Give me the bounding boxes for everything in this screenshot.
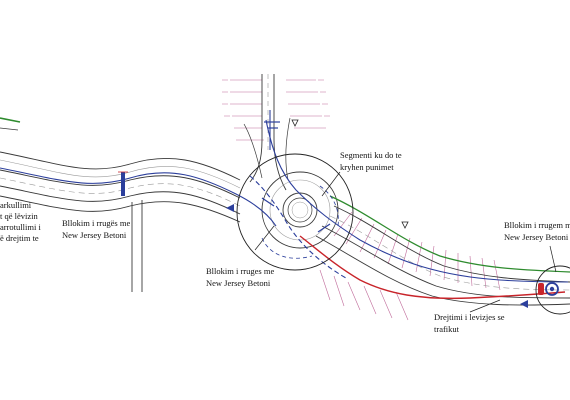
tick-annotations xyxy=(222,79,330,117)
svg-text:New Jersey Betoni: New Jersey Betoni xyxy=(206,278,271,288)
segment-note-label: Segmenti ku do te kryhen punimet xyxy=(340,150,402,172)
left-note: arkullimi t që lëvizin arrotullimi i ë d… xyxy=(0,200,41,243)
south-side-road xyxy=(131,200,143,292)
detour-arcs xyxy=(261,185,339,259)
svg-text:arrotullimi i: arrotullimi i xyxy=(0,222,41,232)
east-road xyxy=(315,195,570,306)
svg-text:Drejtimi i levizjes se: Drejtimi i levizjes se xyxy=(434,312,505,322)
station-ticks xyxy=(230,79,501,321)
barrier-center-label: Bllokim i rruges me New Jersey Betoni xyxy=(206,266,274,288)
barrier-roundabout xyxy=(261,121,331,233)
svg-text:New Jersey Betoni: New Jersey Betoni xyxy=(62,230,127,240)
left-road xyxy=(0,117,241,223)
blue-traffic-routes xyxy=(0,110,569,283)
svg-text:kryhen punimet: kryhen punimet xyxy=(340,162,394,172)
svg-text:arkullimi: arkullimi xyxy=(0,200,32,210)
svg-text:Bllokim i rruges me: Bllokim i rruges me xyxy=(206,266,274,276)
svg-text:t që lëvizin: t që lëvizin xyxy=(0,211,39,221)
svg-text:New Jersey Betoni: New Jersey Betoni xyxy=(504,232,569,242)
traffic-direction-label: Drejtimi i levizjes se trafikut xyxy=(434,312,505,334)
barrier-left xyxy=(118,171,128,196)
red-detour-route xyxy=(299,235,566,300)
work-segment-circle xyxy=(236,153,354,271)
arrow-left-icon xyxy=(226,204,528,308)
svg-text:ë drejtim te: ë drejtim te xyxy=(0,233,39,243)
barrier-left-label: Bllokim i rrugës me New Jersey Betoni xyxy=(62,218,130,240)
yield-triangle-icon xyxy=(291,119,409,229)
barrier-right xyxy=(538,282,559,296)
leader-lines xyxy=(254,171,557,313)
barrier-right-label: Bllokim i rrugem me New Jersey Betoni xyxy=(504,220,570,242)
svg-text:Bllokim i rrugem me: Bllokim i rrugem me xyxy=(504,220,570,230)
svg-text:Bllokim i rrugës me: Bllokim i rrugës me xyxy=(62,218,130,228)
svg-text:trafikut: trafikut xyxy=(434,324,460,334)
svg-text:Segmenti ku do te: Segmenti ku do te xyxy=(340,150,402,160)
barrier-right-circle xyxy=(535,265,570,315)
